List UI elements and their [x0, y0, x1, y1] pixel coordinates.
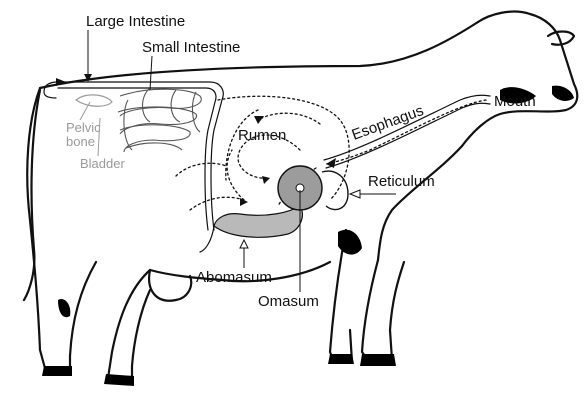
cow-spots	[42, 85, 574, 386]
leader-bladder	[97, 117, 101, 157]
coil-8	[191, 91, 201, 133]
coil-1	[119, 88, 202, 117]
coil-5	[123, 99, 133, 151]
coil-6	[141, 87, 151, 123]
coil-3	[119, 124, 191, 153]
label-mouth: Mouth	[494, 93, 536, 110]
rumen-arrowhead-3	[240, 198, 248, 206]
leader-abomasum-arrow	[239, 238, 249, 249]
cow-udder	[148, 268, 193, 302]
rumen-loop-5	[175, 162, 227, 177]
spot-hoof-front	[360, 354, 396, 366]
label-bladder: Bladder	[80, 156, 125, 171]
esophagus-arrowhead	[326, 158, 336, 168]
cow-belly	[148, 260, 332, 283]
label-small-intestine: Small Intestine	[142, 39, 240, 56]
rectum	[43, 81, 59, 99]
label-rumen: Rumen	[238, 127, 286, 144]
digestive-tract	[43, 78, 491, 253]
label-pelvic-bone-2: bone	[66, 134, 95, 149]
rumen-loop-1	[237, 134, 301, 179]
rectum-arrow	[56, 78, 66, 86]
large-intestine-tube	[57, 81, 224, 231]
cow-back	[38, 20, 480, 90]
rumen-outline	[217, 95, 350, 201]
labels: Large Intestine Small Intestine Pelvic b…	[66, 13, 536, 310]
spot-hoof-front2	[328, 354, 354, 364]
abomasum-organ	[213, 205, 303, 238]
rumen-arrowhead-2	[254, 116, 264, 124]
cow-ear	[546, 30, 576, 46]
spot-hoof-hind	[104, 374, 134, 386]
esophagus-tube-inner	[325, 102, 491, 169]
label-omasum: Omasum	[258, 293, 319, 310]
rumen-loop-2	[226, 149, 245, 201]
label-pelvic-bone-1: Pelvic	[66, 120, 101, 135]
rumen-loop-6	[189, 196, 245, 211]
cow-head	[460, 10, 579, 148]
spot-nose	[552, 85, 574, 101]
label-abomasum: Abomasum	[196, 269, 272, 286]
rumen-arrowhead-1	[262, 176, 270, 184]
rumen-loop-3	[225, 109, 259, 181]
coil-4	[125, 142, 183, 151]
abomasum-duct	[199, 225, 215, 253]
spot-head	[500, 87, 536, 104]
large-intestine-tube-inner	[57, 87, 217, 231]
spot-hoof-hind2	[42, 366, 72, 376]
leader-large-intestine-arrow	[84, 74, 92, 82]
bladder-shape	[74, 94, 113, 107]
small-intestine-coils	[117, 87, 202, 153]
rumen-loop-4	[261, 112, 321, 125]
cow-neck	[376, 144, 464, 262]
coil-7	[170, 89, 181, 123]
leader-small-intestine	[149, 55, 153, 91]
rumen-flow	[175, 95, 350, 211]
label-reticulum: Reticulum	[368, 173, 435, 190]
leader-reticulum-arrow	[348, 189, 361, 199]
cow-tail	[22, 88, 42, 302]
reticulum-organ	[321, 170, 349, 211]
spot-chest	[338, 229, 362, 255]
label-esophagus: Esophagus	[350, 102, 426, 144]
spot-leg	[58, 298, 71, 318]
esophagus-tube	[323, 94, 491, 161]
label-large-intestine: Large Intestine	[86, 13, 185, 30]
